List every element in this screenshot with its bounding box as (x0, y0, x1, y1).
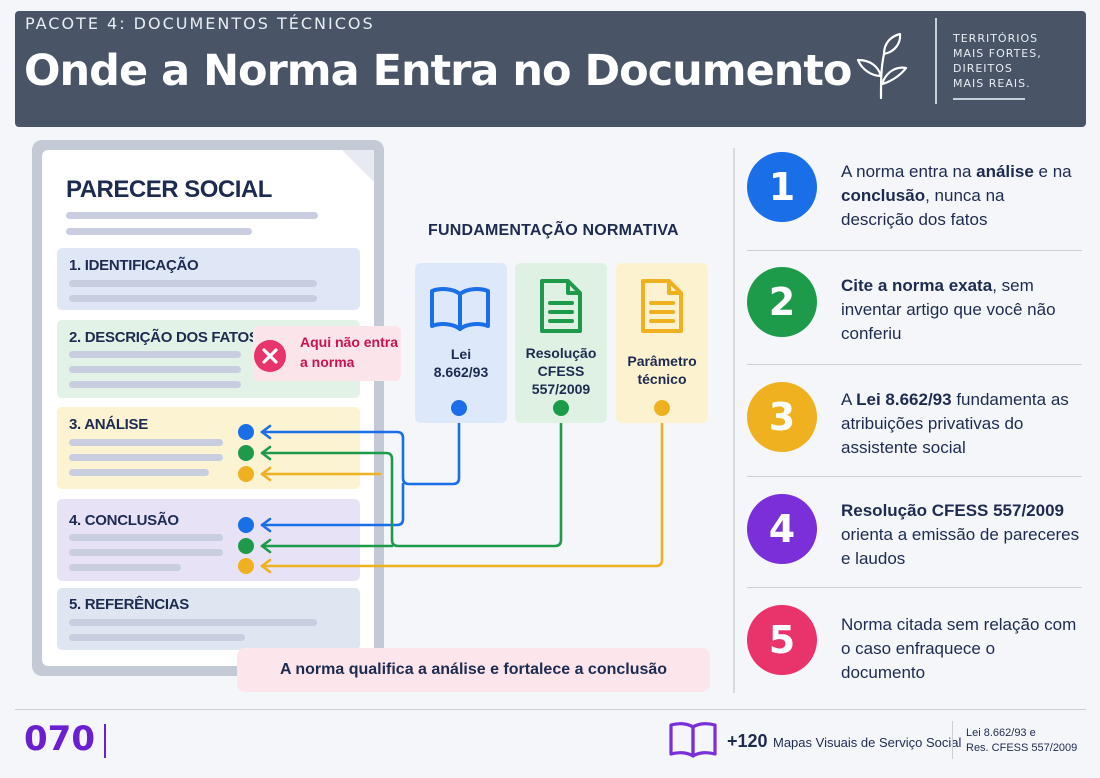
badge-2: 2 (747, 267, 817, 337)
card-parametro-label: Parâmetro técnico (627, 353, 697, 387)
text-line (66, 212, 318, 219)
page-fold (316, 140, 384, 200)
card-lei (415, 263, 507, 423)
page-number-bar (104, 724, 106, 758)
text-line (69, 454, 223, 461)
brand-tagline: TERRITÓRIOS MAIS FORTES, DIREITOS MAIS R… (953, 32, 1042, 90)
footer-divider (952, 721, 953, 759)
text-line (69, 280, 317, 287)
green-marker (553, 400, 569, 416)
header-banner (15, 11, 1086, 127)
point-separator (747, 364, 1082, 365)
point-2-text: Cite a norma exata, sem inventar artigo … (841, 276, 1056, 343)
collection-desc: Mapas Visuais de Serviço Social (773, 735, 962, 750)
book-icon (430, 287, 490, 331)
footer-line (15, 709, 1086, 710)
text-line (69, 634, 245, 641)
section-label: 3. ANÁLISE (69, 416, 148, 433)
blue-marker (451, 400, 467, 416)
banner-text: A norma qualifica a análise e fortalece … (279, 661, 668, 678)
text-line (69, 534, 223, 541)
text-line (66, 228, 252, 235)
text-line (69, 381, 241, 388)
point-1-text: A norma entra na análise e na conclusão,… (841, 162, 1072, 229)
footer-references: Lei 8.662/93 e Res. CFESS 557/2009 (966, 727, 1078, 754)
text-line (69, 366, 241, 373)
section-label: 4. CONCLUSÃO (69, 512, 179, 529)
yellow-marker (238, 558, 254, 574)
column-divider (733, 148, 735, 693)
brand-divider (935, 18, 937, 104)
card-parametro (616, 263, 708, 423)
section-label: 1. IDENTIFICAÇÃO (69, 257, 199, 274)
yellow-marker (654, 400, 670, 416)
point-separator (747, 250, 1082, 251)
callout-text: Aqui não entra a norma (300, 334, 399, 370)
plant-icon (856, 32, 908, 100)
text-line (69, 351, 241, 358)
card-lei-label: Lei 8.662/93 (433, 346, 489, 380)
green-marker (238, 445, 254, 461)
card-resolucao-label: Resolução CFESS 557/2009 (525, 345, 597, 397)
card-resolucao (515, 263, 607, 423)
page-title: Onde a Norma Entra no Documento (24, 46, 852, 96)
text-line (69, 469, 209, 476)
document-icon (540, 279, 582, 333)
badge-1: 1 (747, 152, 817, 222)
text-line (69, 564, 181, 571)
page-number: 070 (24, 719, 95, 759)
point-4-text: Resolução CFESS 557/2009 orienta a emiss… (841, 501, 1080, 568)
book-icon (669, 722, 717, 758)
blue-marker (238, 517, 254, 533)
document-title: PARECER SOCIAL (66, 176, 272, 203)
section-label: 5. REFERÊNCIAS (69, 596, 189, 613)
text-line (69, 619, 317, 626)
green-marker (238, 538, 254, 554)
section-label: 2. DESCRIÇÃO DOS FATOS (69, 329, 259, 346)
badge-4: 4 (747, 494, 817, 564)
badge-3: 3 (747, 382, 817, 452)
document-icon (641, 279, 683, 333)
text-line (69, 295, 317, 302)
close-circle-icon (254, 340, 286, 372)
collection-count: +120 (727, 731, 768, 751)
fundamentacao-title: FUNDAMENTAÇÃO NORMATIVA (428, 222, 679, 239)
brand-underline (953, 98, 1025, 100)
point-separator (747, 476, 1082, 477)
point-separator (747, 587, 1082, 588)
badge-5: 5 (747, 605, 817, 675)
package-kicker: PACOTE 4: DOCUMENTOS TÉCNICOS (25, 14, 375, 33)
text-line (69, 439, 223, 446)
text-line (69, 549, 223, 556)
yellow-marker (238, 466, 254, 482)
blue-marker (238, 424, 254, 440)
conclusion-banner (237, 648, 710, 692)
point-3-text: A Lei 8.662/93 fundamenta as atribuições… (841, 390, 1069, 457)
point-5-text: Norma citada sem relação com o caso enfr… (841, 615, 1077, 682)
